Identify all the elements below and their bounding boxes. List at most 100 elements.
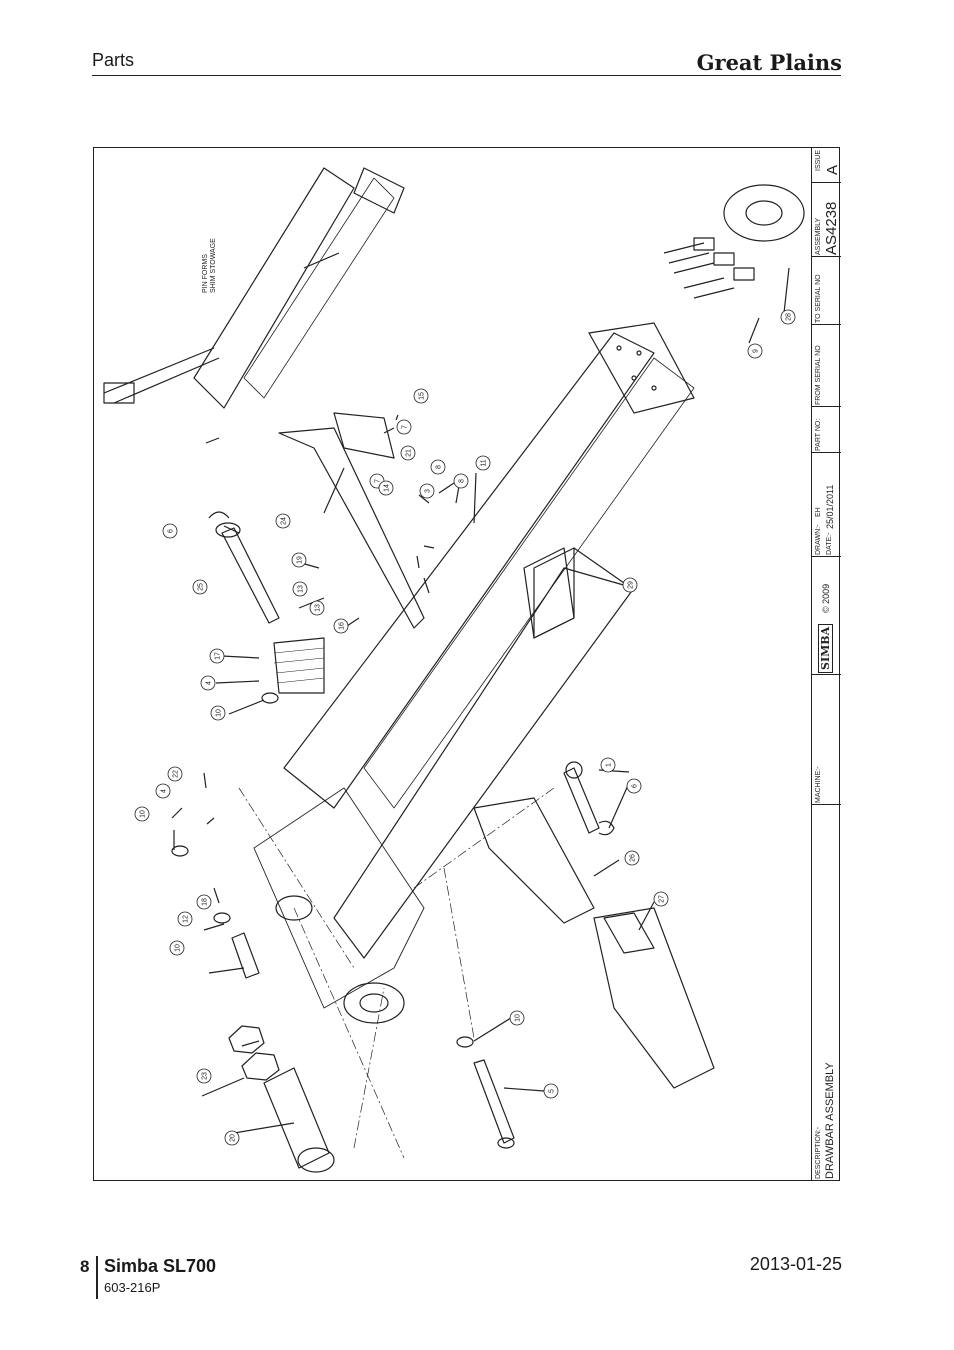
annotation-line1: PIN FORMS (202, 254, 209, 293)
clip-6-upper (208, 511, 230, 519)
callout: 26 (624, 850, 640, 866)
part-no-label: PART NO: (815, 418, 822, 451)
simba-logo-icon: SIMBA (818, 623, 833, 673)
nut-2-lower (241, 1052, 280, 1081)
callout: 10 (169, 940, 185, 956)
machine-label: MACHINE:- (815, 766, 822, 803)
callout-label: 12 (183, 915, 190, 923)
callout: 10 (509, 1010, 525, 1026)
callout: 15 (413, 388, 429, 404)
callout-label: 9 (753, 349, 760, 353)
drawing-frame (93, 147, 840, 1181)
drawbar-tube (533, 547, 575, 639)
callout: 28 (780, 309, 796, 325)
callout: 6 (626, 778, 642, 794)
bolt-cluster-28 (663, 237, 755, 299)
drawn-by: EH (815, 507, 822, 517)
callout-label: 10 (175, 944, 182, 952)
callout-label: 4 (161, 789, 168, 793)
callout: 11 (475, 455, 491, 471)
callout: 25 (192, 579, 208, 595)
publication-date: 2013-01-25 (749, 1254, 842, 1274)
callout: 21 (400, 445, 416, 461)
callout-label: 17 (215, 652, 222, 660)
callout-label: 24 (281, 517, 288, 525)
clip-6 (598, 820, 615, 836)
callout: 7 (396, 419, 412, 435)
callout: 8 (430, 459, 446, 475)
mounting-plate (588, 322, 695, 414)
callout: 4 (200, 675, 216, 691)
description-cell: DESCRIPTION:- DRAWBAR ASSEMBLY (812, 805, 841, 1181)
assembly-label: ASSEMBLY (815, 217, 822, 255)
to-serial-cell: TO SERIAL NO (812, 257, 841, 325)
callout-group: 1 2 2 3 4 4 5 6 6 7 7 8 8 9 10 10 10 10 … (134, 309, 796, 1146)
callout-label: 25 (198, 583, 205, 591)
annotation-line2: SHIM STOWAGE (210, 238, 217, 293)
callout: 4 (155, 783, 171, 799)
issue-cell: ISSUE A (812, 147, 841, 183)
callout-label: 23 (202, 1072, 209, 1080)
from-serial-label: FROM SERIAL NO (815, 345, 822, 405)
pin-20 (263, 1067, 330, 1169)
section-title: Parts (92, 50, 135, 70)
callout: 13 (309, 600, 325, 616)
callout-label: 8 (459, 479, 466, 483)
drawbar-main-beam (283, 332, 655, 809)
pin-1 (563, 767, 600, 834)
bolt-5 (473, 1059, 515, 1144)
callout: 13 (292, 581, 308, 597)
assembly-number: AS4238 (823, 201, 840, 255)
callout-label: 14 (384, 484, 391, 492)
issue-value: A (824, 164, 841, 175)
callout: 16 (333, 618, 349, 634)
page-number: 8 (80, 1257, 90, 1276)
callout-label: 13 (298, 585, 305, 593)
drawbar-cross-member (523, 547, 575, 639)
callout-label: 8 (436, 465, 443, 469)
issue-label: ISSUE (815, 149, 822, 171)
callout-label: 27 (659, 895, 666, 903)
from-serial-cell: FROM SERIAL NO (812, 325, 841, 407)
callout: 12 (177, 911, 193, 927)
callout: 27 (653, 891, 669, 907)
callout: 14 (378, 480, 394, 496)
hitch-plate-27 (593, 907, 715, 1089)
document-number: 603-216P (104, 1280, 161, 1295)
callout-label: 1 (606, 763, 613, 767)
rear-eye-upper (275, 895, 313, 921)
callout: 3 (419, 483, 435, 499)
to-serial-label: TO SERIAL NO (815, 274, 822, 323)
description-text: DRAWBAR ASSEMBLY (824, 1062, 836, 1179)
logo-cell: © 2009 SIMBA (812, 557, 841, 675)
callout-label: 22 (173, 770, 180, 778)
copyright: © 2009 (821, 583, 831, 613)
callout-label: 26 (630, 854, 637, 862)
drawing-date: 25/01/2011 (825, 484, 835, 529)
product-name: Simba SL700 (104, 1256, 217, 1276)
callout-label: 6 (168, 529, 175, 533)
callout: 29 (622, 577, 638, 593)
callout: 10 (134, 806, 150, 822)
bolt-23 (231, 932, 260, 979)
drawn-date-cell: DRAWN:- EH DATE:- 25/01/2011 (812, 453, 841, 557)
footer-divider (96, 1256, 98, 1299)
date-label: DATE:- (826, 532, 833, 555)
callout: 24 (275, 513, 291, 529)
callout-label: 11 (481, 459, 488, 466)
nut-2-upper (228, 1025, 265, 1054)
assembly-cell: ASSEMBLY AS4238 (812, 183, 841, 257)
description-label: DESCRIPTION:- (815, 1126, 822, 1179)
header-divider (92, 75, 841, 76)
callout: 5 (543, 1083, 559, 1099)
callout: 9 (747, 343, 763, 359)
callout-label: 3 (425, 489, 432, 493)
callout-label: 29 (628, 581, 635, 589)
callout: 23 (196, 1068, 212, 1084)
drawbar-exploded-drawing: PIN FORMS SHIM STOWAGE 1 2 2 3 4 4 5 6 6… (103, 167, 805, 1173)
callout: 18 (196, 894, 212, 910)
callout-label: 5 (549, 1089, 556, 1093)
callout: 1 (600, 757, 616, 773)
brand-logo: Great Plains (696, 50, 842, 75)
jack-stand (193, 167, 355, 409)
